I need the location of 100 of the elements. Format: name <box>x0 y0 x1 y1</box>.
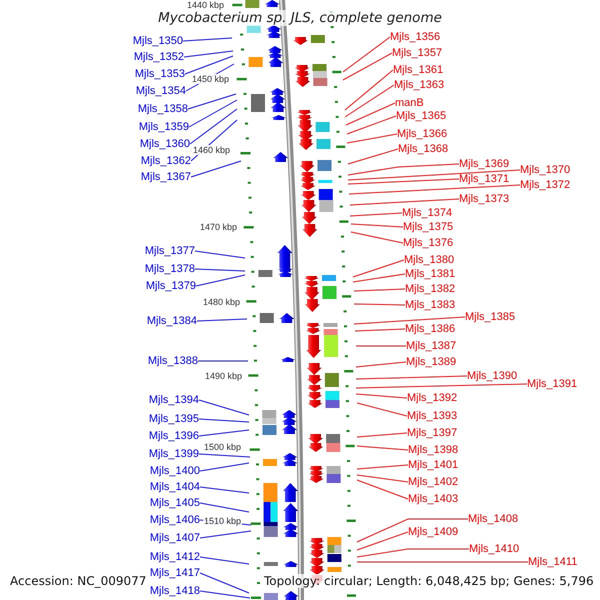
leader-line <box>182 38 232 42</box>
leader-line <box>356 402 408 416</box>
gene-label: Mjls_1390 <box>467 370 518 382</box>
gene-label: Mjls_1354 <box>136 85 186 97</box>
gene-label: Mjls_1380 <box>404 254 454 266</box>
gene-label: Mjls_1412 <box>150 551 200 563</box>
gene-label: Mjls_1357 <box>392 47 442 59</box>
gene-label: Mjls_1375 <box>403 221 454 233</box>
leader-line <box>356 532 408 550</box>
gene-label: Mjls_1372 <box>520 179 570 191</box>
leader-line <box>200 502 250 512</box>
genome-info-text: Topology: circular; Length: 6,048,425 bp; Genes: 5,796 <box>262 574 596 588</box>
gene-label: Mjls_1418 <box>150 585 200 597</box>
leader-line <box>346 116 396 134</box>
scale-label: 1480 kbp <box>202 297 241 307</box>
leader-line <box>188 94 236 110</box>
leader-line <box>200 530 252 538</box>
leader-line <box>190 160 242 178</box>
gene-label: Mjls_1401 <box>408 459 458 471</box>
leader-line <box>354 304 406 306</box>
gene-label: Mjls_1367 <box>140 171 191 183</box>
gene-label: Mjls_1402 <box>408 476 458 488</box>
scale-label: 1470 kbp <box>198 222 238 232</box>
leader-line <box>356 362 406 368</box>
leader-line <box>346 102 396 126</box>
leader-line <box>352 274 406 282</box>
scale-label: 1490 kbp <box>204 371 243 381</box>
leader-line <box>356 446 408 450</box>
leader-line <box>356 384 528 388</box>
leader-line <box>348 178 460 184</box>
gene-label: Mjls_1407 <box>150 532 200 544</box>
leader-line <box>198 400 250 416</box>
leader-line <box>354 288 406 292</box>
leader-line <box>200 556 250 564</box>
gene-label: Mjls_1386 <box>405 323 456 335</box>
leader-line <box>354 328 406 332</box>
gene-label: Mjls_1404 <box>150 481 200 493</box>
accession-text: Accession: NC_009077 <box>10 574 146 588</box>
leader-line <box>190 120 238 162</box>
leader-line <box>200 486 250 494</box>
gene-label: Mjls_1382 <box>405 283 456 295</box>
gene-label: Mjls_1383 <box>405 299 456 311</box>
gene-label: Mjls_1366 <box>397 128 448 140</box>
leader-line <box>200 572 250 594</box>
leader-line <box>354 316 466 324</box>
scale-label: 1460 kbp <box>192 145 231 155</box>
gene-label: Mjls_1376 <box>403 237 454 249</box>
leader-line <box>356 376 468 380</box>
leader-line <box>200 590 250 598</box>
gene-label: Mjls_1409 <box>408 526 458 538</box>
leader-line <box>348 164 460 176</box>
leader-line <box>350 224 404 228</box>
leader-line <box>198 418 250 422</box>
gene-label: Mjls_1400 <box>150 465 200 477</box>
leader-line <box>198 454 250 458</box>
gene-label: Mjls_1411 <box>528 556 578 568</box>
gene-label: Mjls_1385 <box>465 311 516 323</box>
leader-line <box>356 548 470 558</box>
leader-line <box>348 170 520 180</box>
gene-label: Mjls_1374 <box>402 207 452 219</box>
gene-label: manB <box>395 97 424 109</box>
leader-line <box>350 198 460 206</box>
gene-label: Mjls_1406 <box>150 514 200 526</box>
gene-label: Mjls_1396 <box>148 430 199 442</box>
gene-label: Mjls_1360 <box>140 138 190 150</box>
scale-label: 1500 kbp <box>202 442 242 452</box>
gene-label: Mjls_1350 <box>132 35 183 47</box>
gene-label: Mjls_1362 <box>140 155 191 167</box>
gene-label: Mjls_1359 <box>138 121 189 133</box>
gene-label: Mjls_1379 <box>146 280 196 292</box>
scale-label: 1450 kbp <box>190 74 230 84</box>
leader-line <box>346 134 398 144</box>
leader-line <box>190 108 238 144</box>
leader-line <box>356 474 408 482</box>
gene-label: Mjls_1378 <box>144 263 195 275</box>
gene-label: Mjls_1397 <box>407 427 458 439</box>
gene-label: Mjls_1368 <box>398 143 448 155</box>
gene-label: Mjls_1373 <box>459 193 510 205</box>
leader-line <box>344 70 394 110</box>
leader-line <box>200 462 250 472</box>
gene-label: Mjls_1353 <box>134 68 185 80</box>
scale-label: 1510 kbp <box>202 516 242 526</box>
gene-label: Mjls_1391 <box>527 378 578 390</box>
leader-line <box>188 100 238 128</box>
gene-label: Mjls_1392 <box>407 392 458 404</box>
scale-label: 1440 kbp <box>186 0 225 10</box>
gene-label: Mjls_1395 <box>148 413 199 425</box>
gene-label: Mjls_1417 <box>150 567 200 579</box>
leader-line <box>184 50 234 58</box>
gene-label: Mjls_1365 <box>396 110 446 122</box>
gene-label: Mjls_1394 <box>148 394 199 406</box>
leader-line <box>196 274 246 286</box>
gene-label: Mjls_1388 <box>148 355 198 367</box>
gene-label: Mjls_1352 <box>134 51 184 63</box>
gene-label: Mjls_1356 <box>390 31 440 43</box>
leader-line <box>348 184 520 194</box>
gene-label: Mjls_1381 <box>405 268 456 280</box>
gene-label: Mjls_1408 <box>468 513 518 525</box>
gene-label: Mjls_1393 <box>407 410 458 422</box>
leader-line <box>186 64 234 92</box>
